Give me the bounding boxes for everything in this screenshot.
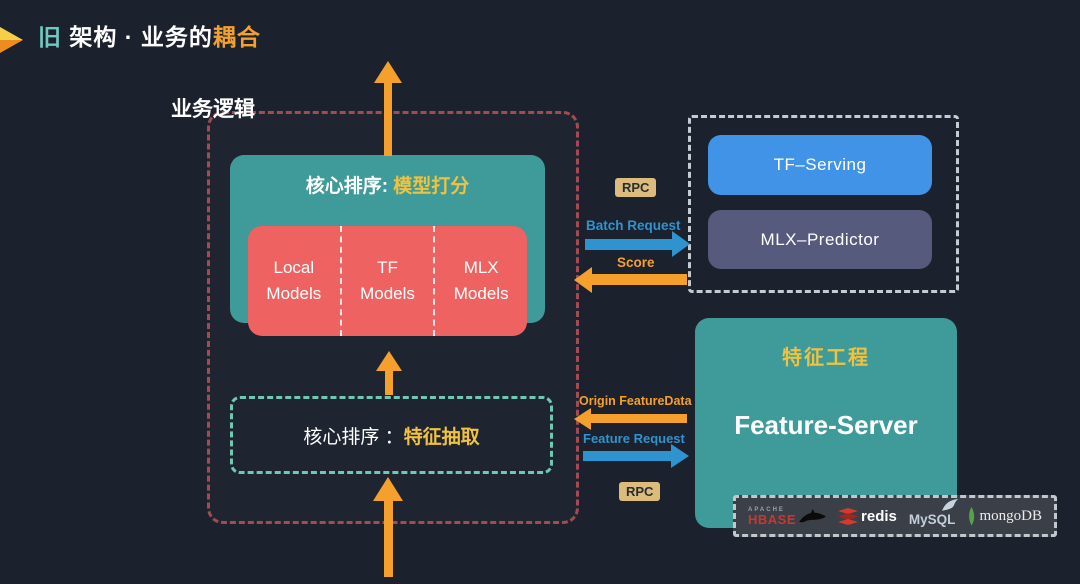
mongodb-label: mongoDB: [979, 507, 1042, 524]
hbase-logo: APACHE HBASE: [748, 506, 827, 527]
redis-cube-icon: [838, 507, 859, 525]
feature-extraction-highlight: 特征抽取: [403, 426, 480, 448]
hbase-orca-icon: [799, 508, 827, 522]
mysql-logo: MySQL: [908, 498, 959, 527]
model-mlx: MLX Models: [433, 226, 527, 336]
score-label: Score: [617, 255, 655, 270]
mongodb-logo: mongoDB: [967, 506, 1042, 526]
model-scoring-highlight: 模型打分: [393, 176, 470, 197]
mysql-label: MySQL: [908, 511, 956, 527]
model-local: Local Models: [266, 257, 322, 303]
slide-marker-icon: [0, 27, 23, 53]
model-tf: TF Models: [339, 226, 434, 336]
page-title: 旧 架构 · 业务的耦合: [38, 18, 261, 52]
mlx-predictor-box: MLX–Predictor: [708, 210, 932, 269]
business-logic-label: 业务逻辑: [171, 98, 255, 121]
feature-extraction-prefix: 核心排序 ：: [303, 426, 404, 448]
feature-request-label: Feature Request: [583, 431, 685, 446]
batch-request-label: Batch Request: [586, 218, 681, 233]
model-scoring-title: 核心排序: 模型打分: [230, 171, 545, 198]
business-logic-container: [207, 111, 579, 524]
feature-extraction-box: 核心排序 ： 特征抽取: [230, 396, 553, 474]
tf-serving-box: TF–Serving: [708, 135, 932, 195]
mysql-dolphin-icon: [942, 498, 959, 511]
feature-server-name: Feature-Server: [734, 410, 918, 440]
title-text: 架构 · 业务的: [62, 24, 213, 50]
title-highlight: 耦合: [212, 24, 261, 50]
apache-label: APACHE: [748, 506, 785, 513]
feature-engineering-title: 特征工程: [782, 347, 870, 369]
rpc-badge-scoring: RPC: [615, 178, 657, 197]
redis-label: redis: [861, 507, 897, 525]
redis-logo: redis: [838, 507, 897, 525]
feature-server-box: 特征工程 Feature-Server: [695, 318, 957, 528]
models-box: Local Models TF Models MLX Models: [248, 226, 527, 336]
hbase-label: HBASE: [748, 511, 797, 527]
serving-cluster-container: [688, 115, 959, 293]
rpc-badge-feature: RPC: [619, 482, 661, 501]
origin-featuredata-label: Origin FeatureData: [579, 394, 692, 408]
datastore-logo-bar: APACHE HBASE redis MySQL: [733, 495, 1057, 537]
model-scoring-prefix: 核心排序:: [305, 176, 394, 197]
mongodb-leaf-icon: [969, 506, 975, 525]
title-badge: 旧: [38, 24, 62, 50]
